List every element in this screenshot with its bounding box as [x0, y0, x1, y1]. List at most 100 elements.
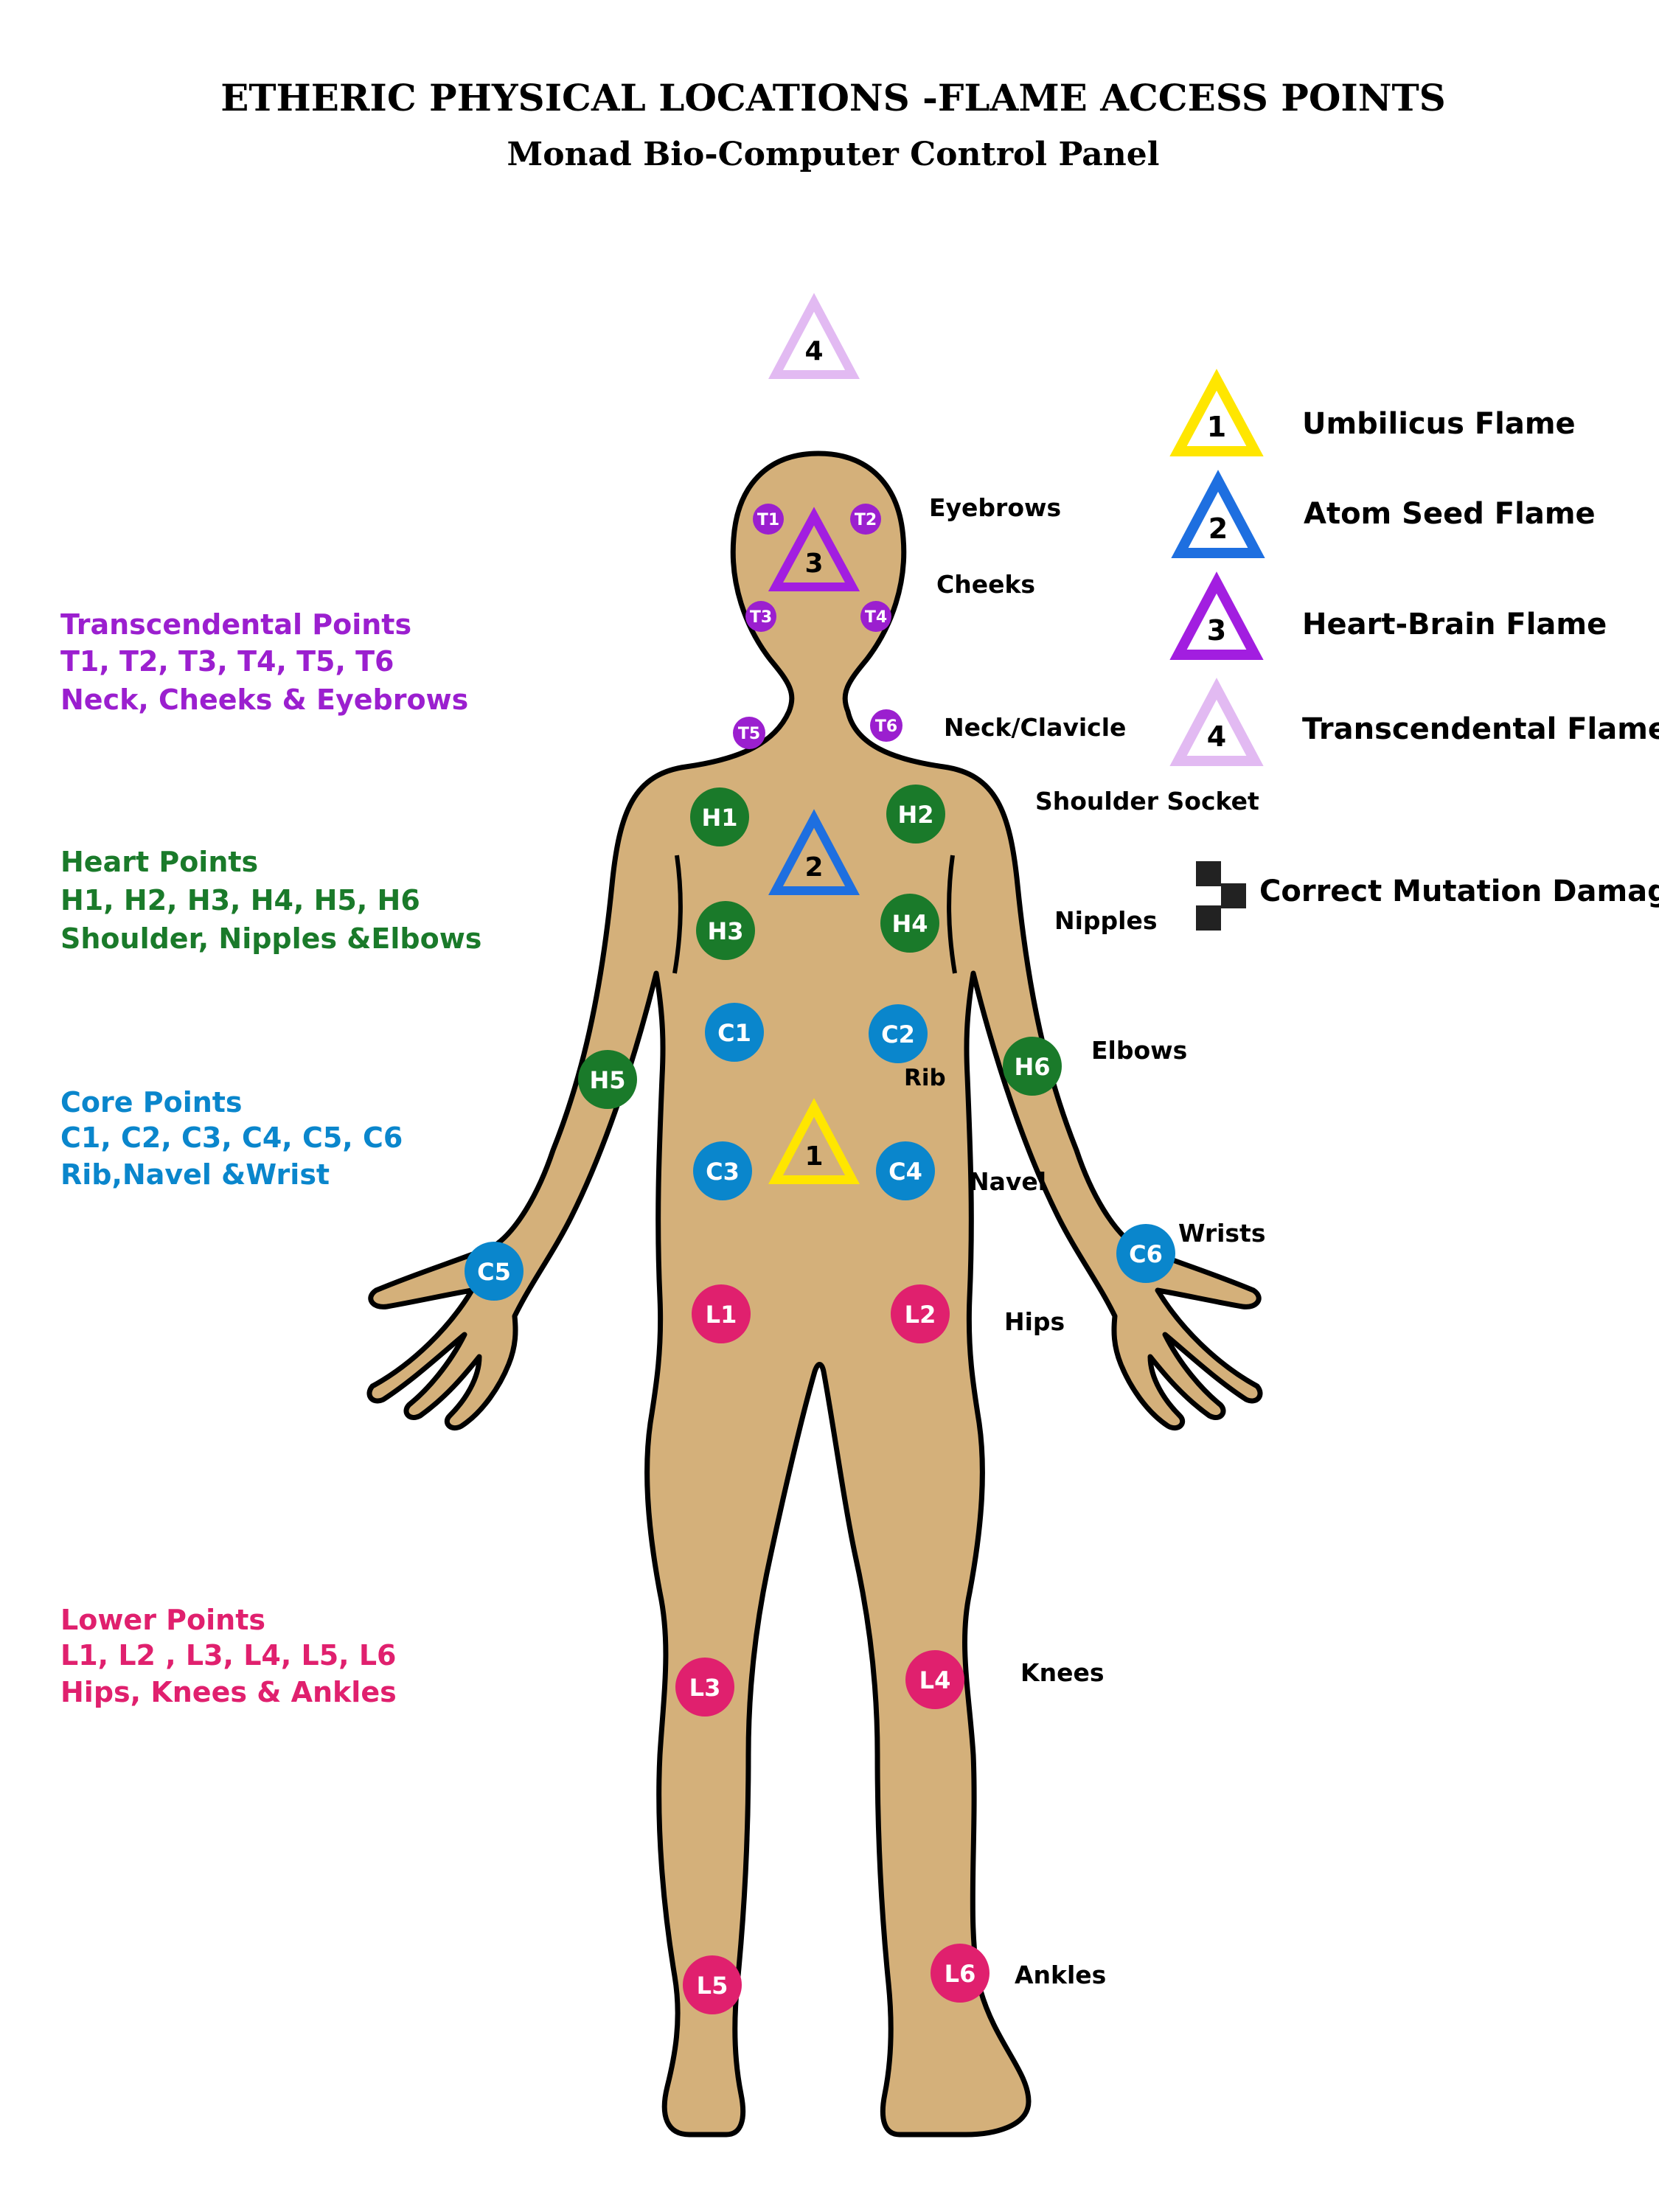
access-point-t6: T6	[870, 709, 902, 742]
legend-heart-brain-label: Heart-Brain Flame	[1302, 608, 1607, 641]
access-point-label: T3	[750, 608, 772, 627]
access-point-label: H3	[707, 917, 743, 945]
group-transcendental: Transcendental Points T1, T2, T3, T4, T5…	[60, 608, 468, 716]
access-point-marker	[1116, 1224, 1175, 1283]
access-point-label: H6	[1014, 1053, 1050, 1081]
label-shoulder: Shoulder Socket	[1035, 787, 1259, 815]
label-eyebrows: Eyebrows	[929, 493, 1061, 522]
access-point-label: L4	[919, 1666, 951, 1694]
access-point-label: T1	[757, 511, 779, 529]
access-point-marker	[869, 1004, 928, 1063]
umbilicus-flame-marker	[768, 1098, 860, 1184]
legend-atom-seed-label: Atom Seed Flame	[1304, 497, 1596, 531]
body-flame-4-number: 4	[804, 336, 823, 366]
access-point-label: T5	[738, 725, 760, 743]
access-point-label: L5	[697, 1972, 728, 2000]
access-point-c2: C2	[869, 1004, 928, 1063]
body-flame-4: 4	[768, 293, 860, 379]
access-point-label: C6	[1129, 1240, 1163, 1268]
access-point-t1: T1	[753, 504, 784, 535]
access-point-marker	[876, 1141, 935, 1200]
access-point-marker	[886, 785, 945, 844]
access-point-label: T6	[875, 717, 897, 736]
heart-brain-flame-icon	[1169, 571, 1264, 660]
label-neck: Neck/Clavicle	[944, 713, 1126, 742]
access-point-label: T2	[855, 511, 877, 529]
group-heart-heading: Heart Points	[60, 846, 258, 878]
access-point-c5: C5	[465, 1242, 524, 1301]
access-point-t2: T2	[850, 504, 881, 535]
access-point-l4: L4	[905, 1650, 964, 1709]
transcendental-flame-icon	[1169, 678, 1264, 766]
body-flame-3: 3	[768, 507, 860, 591]
legend-item-heart-brain: 3 Heart-Brain Flame	[1169, 571, 1607, 660]
legend: 1 Umbilicus Flame 2 Atom Seed Flame 3 He…	[1169, 369, 1659, 931]
group-core: Core Points C1, C2, C3, C4, C5, C6 Rib,N…	[60, 1086, 403, 1191]
body-flame-2-number: 2	[804, 852, 823, 883]
mutation-label: Correct Mutation Damage	[1259, 874, 1659, 908]
legend-item-atom-seed: 2 Atom Seed Flame	[1171, 470, 1596, 558]
access-point-marker	[675, 1658, 734, 1717]
access-point-l5: L5	[683, 1955, 742, 2014]
legend-umbilicus-label: Umbilicus Flame	[1302, 407, 1576, 441]
access-point-label: L2	[905, 1301, 936, 1329]
label-rib: Rib	[904, 1065, 946, 1091]
label-wrists: Wrists	[1178, 1219, 1265, 1248]
access-point-h3: H3	[696, 901, 755, 960]
legend-transcendental-number: 4	[1207, 720, 1226, 753]
access-point-marker	[753, 504, 784, 535]
checker-icon	[1196, 861, 1246, 931]
access-point-marker	[1003, 1037, 1062, 1096]
access-point-l6: L6	[931, 1944, 990, 2003]
access-point-marker	[745, 601, 776, 632]
label-ankles: Ankles	[1015, 1961, 1106, 1989]
access-point-c1: C1	[705, 1003, 764, 1062]
heart-brain-flame-marker	[768, 507, 860, 591]
access-point-marker	[870, 709, 902, 742]
access-point-marker	[696, 901, 755, 960]
access-point-marker	[850, 504, 881, 535]
access-point-l3: L3	[675, 1658, 734, 1717]
access-point-marker	[465, 1242, 524, 1301]
access-point-h2: H2	[886, 785, 945, 844]
group-core-locations: Rib,Navel &Wrist	[60, 1158, 330, 1191]
body-flame-3-number: 3	[804, 549, 823, 579]
access-point-marker	[931, 1944, 990, 2003]
group-core-points: C1, C2, C3, C4, C5, C6	[60, 1121, 403, 1154]
access-point-marker	[690, 787, 749, 846]
label-cheeks: Cheeks	[936, 570, 1035, 599]
access-point-l2: L2	[891, 1284, 950, 1343]
legend-transcendental-label: Transcendental Flame	[1302, 712, 1659, 746]
access-point-marker	[693, 1141, 752, 1200]
access-point-label: C4	[888, 1158, 922, 1186]
group-transcendental-locations: Neck, Cheeks & Eyebrows	[60, 684, 468, 716]
legend-umbilicus-number: 1	[1207, 411, 1226, 443]
access-point-marker	[692, 1284, 751, 1343]
access-point-label: T4	[865, 608, 887, 627]
label-elbows: Elbows	[1091, 1036, 1187, 1065]
legend-item-umbilicus: 1 Umbilicus Flame	[1169, 369, 1576, 456]
access-point-h5: H5	[578, 1050, 637, 1109]
access-point-h4: H4	[880, 894, 939, 953]
access-point-l1: L1	[692, 1284, 751, 1343]
access-point-label: L3	[689, 1674, 721, 1702]
page-title: ETHERIC PHYSICAL LOCATIONS -FLAME ACCESS…	[220, 76, 1446, 119]
label-knees: Knees	[1020, 1658, 1104, 1687]
group-lower-points: L1, L2 , L3, L4, L5, L6	[60, 1639, 396, 1672]
legend-atom-seed-number: 2	[1208, 512, 1228, 545]
body-flame-1-number: 1	[804, 1141, 823, 1172]
group-lower-locations: Hips, Knees & Ankles	[60, 1676, 397, 1708]
access-point-marker	[733, 717, 765, 749]
legend-item-transcendental: 4 Transcendental Flame	[1169, 678, 1659, 766]
access-point-h1: H1	[690, 787, 749, 846]
access-point-label: H4	[891, 910, 928, 938]
access-point-c4: C4	[876, 1141, 935, 1200]
group-transcendental-heading: Transcendental Points	[60, 608, 411, 641]
legend-heart-brain-number: 3	[1207, 614, 1226, 647]
access-point-t3: T3	[745, 601, 776, 632]
access-point-c6: C6	[1116, 1224, 1175, 1283]
body-flame-2: 2	[768, 809, 860, 895]
access-point-marker	[705, 1003, 764, 1062]
